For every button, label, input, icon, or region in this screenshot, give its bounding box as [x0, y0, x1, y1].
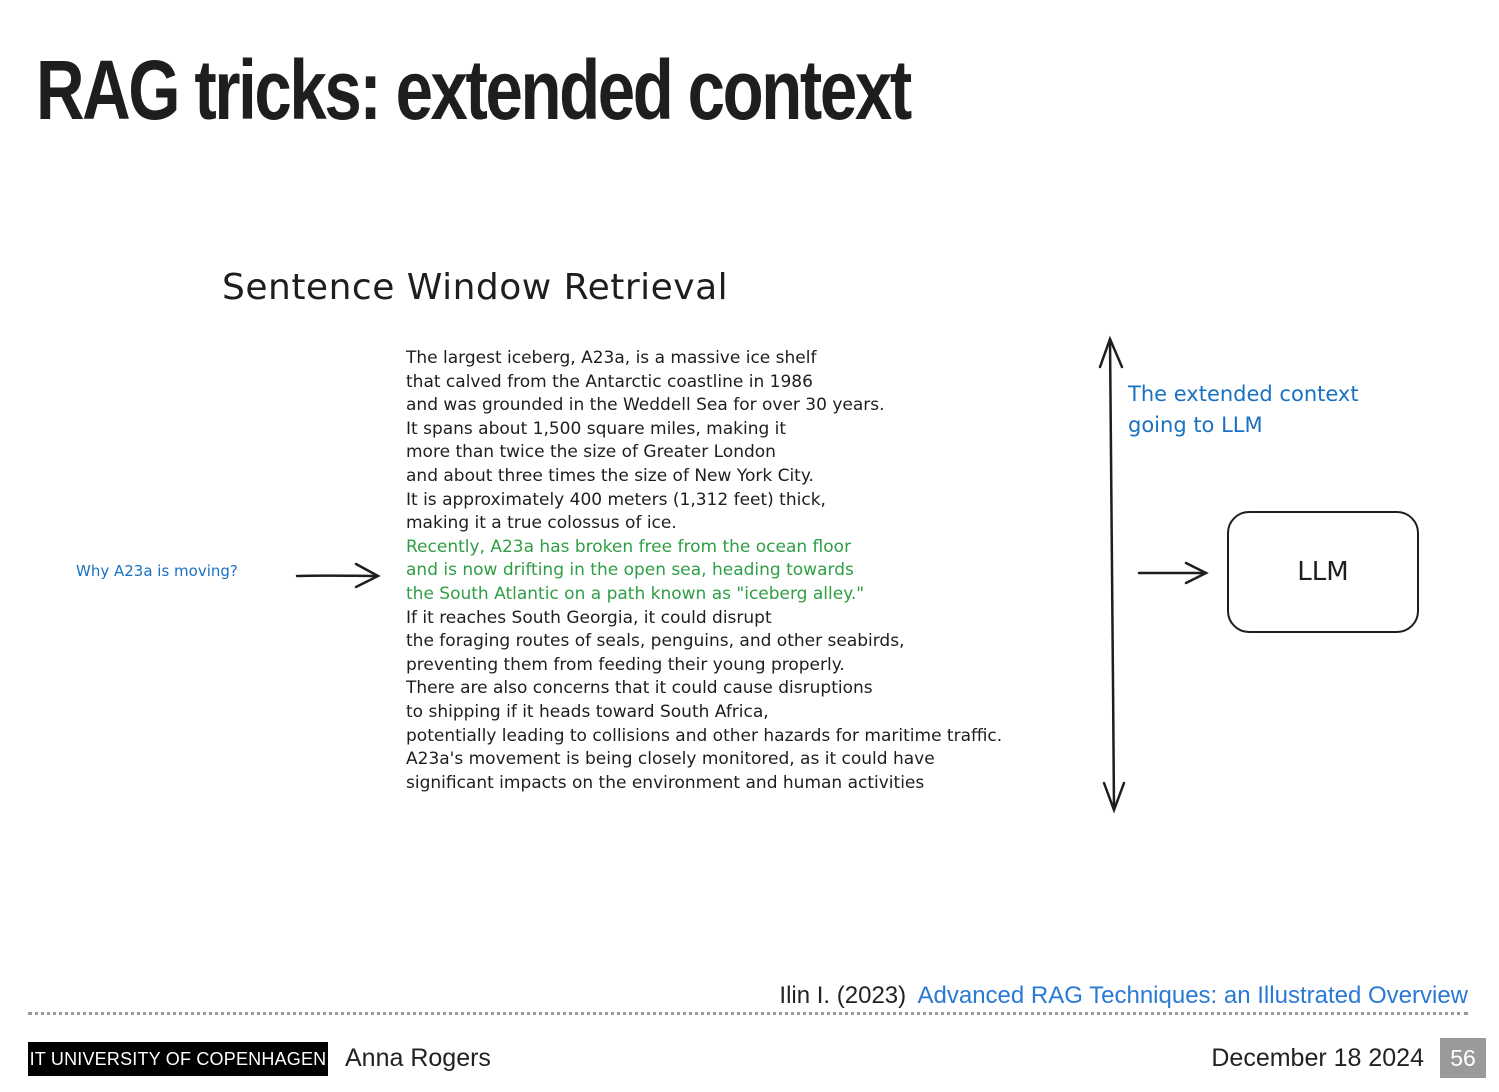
passage-line: and was grounded in the Weddell Sea for … [406, 395, 885, 416]
passage-line: preventing them from feeding their young… [406, 654, 845, 675]
citation-author: Ilin I. (2023) [779, 982, 907, 1009]
passage-line: If it reaches South Georgia, it could di… [406, 607, 772, 628]
retrieved-sentence-line: the South Atlantic on a path known as "i… [406, 583, 865, 604]
diagram-heading: Sentence Window Retrieval [222, 267, 729, 308]
diagram-arrows [295, 335, 1209, 814]
context-passage: The largest iceberg, A23a, is a massive … [406, 347, 1106, 795]
retrieved-sentence-line: Recently, A23a has broken free from the … [406, 536, 852, 557]
passage-line: A23a's movement is being closely monitor… [406, 749, 935, 770]
footer-divider [28, 1012, 1468, 1015]
passage-line: the foraging routes of seals, penguins, … [406, 631, 905, 652]
footer-author: Anna Rogers [345, 1044, 491, 1072]
extended-context-arrow [1098, 335, 1126, 814]
llm-box: LLM [1227, 511, 1419, 633]
footer-date: December 18 2024 [1211, 1044, 1424, 1072]
passage-line: The largest iceberg, A23a, is a massive … [406, 348, 817, 368]
passage-line: significant impacts on the environment a… [406, 772, 925, 793]
llm-label: LLM [1297, 557, 1349, 587]
passage-line: that calved from the Antarctic coastline… [406, 371, 813, 392]
passage-line: There are also concerns that it could ca… [406, 678, 873, 699]
query-text: Why A23a is moving? [76, 562, 238, 580]
retrieved-sentence-line: and is now drifting in the open sea, hea… [406, 560, 854, 581]
passage-line: and about three times the size of New Yo… [406, 465, 814, 486]
institution-logo: IT UNIVERSITY OF COPENHAGEN [28, 1042, 328, 1076]
page-number: 56 [1440, 1038, 1486, 1078]
passage-line: It spans about 1,500 square miles, makin… [406, 418, 787, 439]
llm-arrow [1137, 561, 1209, 585]
passage-line: making it a true colossus of ice. [406, 513, 677, 534]
citation: Ilin I. (2023) Advanced RAG Techniques: … [779, 982, 1468, 1010]
passage-line: potentially leading to collisions and ot… [406, 725, 1003, 746]
sentence-window-diagram: Sentence Window Retrieval Why A23a is mo… [60, 255, 1440, 835]
query-arrow [295, 562, 381, 589]
slide-title: RAG tricks: extended context [36, 43, 912, 137]
context-label-line: going to LLM [1128, 413, 1263, 437]
citation-link[interactable]: Advanced RAG Techniques: an Illustrated … [917, 982, 1468, 1009]
passage-line: to shipping if it heads toward South Afr… [406, 701, 769, 722]
context-label-line: The extended context [1128, 382, 1359, 406]
passage-line: more than twice the size of Greater Lond… [406, 442, 776, 463]
extended-context-label: The extended context going to LLM [1128, 379, 1359, 441]
passage-line: It is approximately 400 meters (1,312 fe… [406, 489, 826, 510]
